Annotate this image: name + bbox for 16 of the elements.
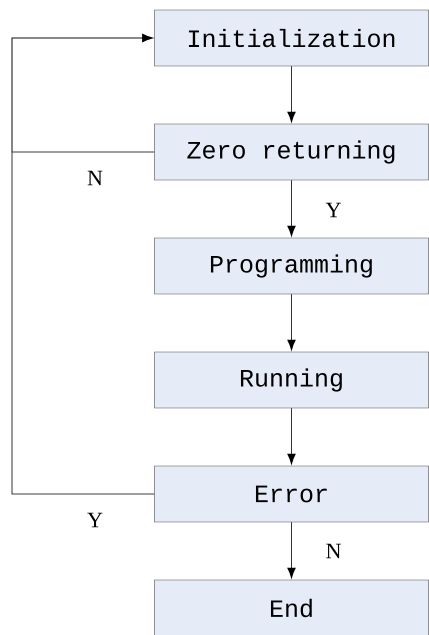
edge-label: N xyxy=(326,544,341,558)
arrow xyxy=(287,180,296,236)
process-box: Zero returning xyxy=(154,124,429,180)
arrow xyxy=(12,34,155,494)
process-box: Initialization xyxy=(154,10,429,66)
arrow xyxy=(287,294,296,350)
arrow xyxy=(287,522,296,578)
process-box: Programming xyxy=(154,238,429,294)
edge-label: N xyxy=(88,170,102,186)
arrow xyxy=(287,408,296,464)
edge-label: Y xyxy=(326,202,341,218)
arrow xyxy=(287,66,296,122)
process-box: Error xyxy=(154,466,429,522)
process-box: Running xyxy=(154,352,429,408)
process-box: End xyxy=(154,580,429,635)
edge-label: Y xyxy=(87,512,102,528)
